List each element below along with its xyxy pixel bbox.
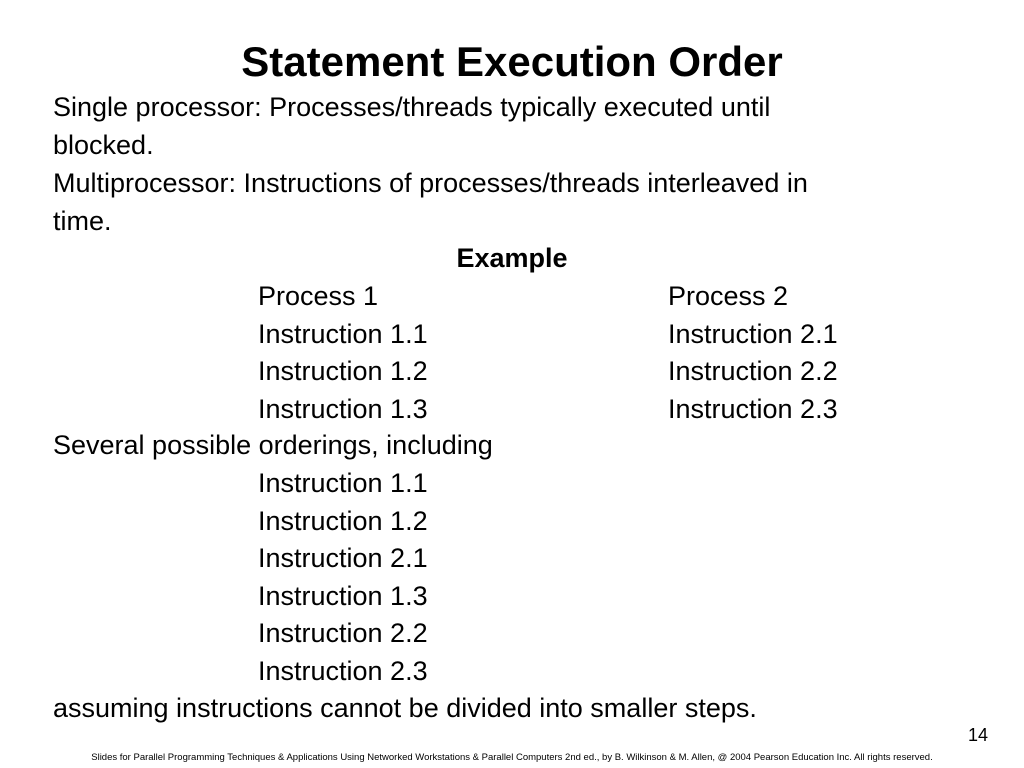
multiprocessor-line-2: time. [53, 206, 112, 236]
single-processor-line-1: Single processor: Processes/threads typi… [53, 92, 771, 122]
process-2-instruction: Instruction 2.2 [668, 356, 838, 386]
process-2-instruction: Instruction 2.3 [668, 393, 838, 424]
process-1-instruction: Instruction 1.3 [258, 393, 428, 424]
process-2-header: Process 2 [668, 281, 789, 311]
slide-title: Statement Execution Order [241, 38, 783, 85]
multiprocessor-line-1: Multiprocessor: Instructions of processe… [53, 168, 808, 198]
ordering-item: Instruction 1.1 [258, 468, 428, 498]
single-processor-line-2: blocked. [53, 130, 154, 160]
process-1-instruction: Instruction 1.1 [258, 318, 428, 349]
ordering-item: Instruction 2.2 [258, 618, 428, 648]
ordering-item: Instruction 2.3 [258, 655, 428, 686]
process-2-column: Process 2 Instruction 2.1 Instruction 2.… [668, 278, 838, 428]
ordering-item: Instruction 1.2 [258, 505, 428, 536]
ordering-list: Instruction 1.1 Instruction 1.2 Instruct… [258, 465, 428, 690]
process-1-header: Process 1 [258, 281, 379, 311]
example-heading: Example [456, 243, 568, 273]
process-1-instruction: Instruction 1.2 [258, 356, 428, 386]
process-1-column: Process 1 Instruction 1.1 Instruction 1.… [258, 278, 428, 428]
page-number: 14 [967, 725, 988, 745]
orderings-intro: Several possible orderings, including [53, 430, 493, 460]
ordering-item: Instruction 1.3 [258, 580, 428, 611]
ordering-item: Instruction 2.1 [258, 543, 428, 573]
footer-credit: Slides for Parallel Programming Techniqu… [91, 752, 933, 763]
conclusion-line: assuming instructions cannot be divided … [53, 693, 757, 723]
process-2-instruction: Instruction 2.1 [668, 318, 838, 349]
